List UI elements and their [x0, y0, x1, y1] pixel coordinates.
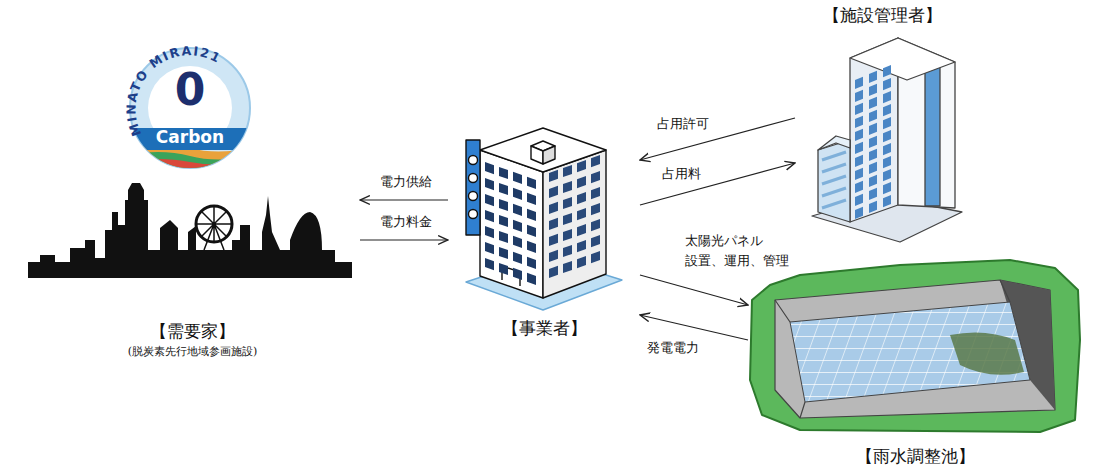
logo-text: MINATO MIRAI21: [124, 43, 224, 138]
flow-label: 占用料: [660, 164, 703, 184]
city-skyline: [28, 183, 352, 278]
flow-arrow: [360, 199, 448, 200]
rainwater-pond: [750, 260, 1080, 432]
actor-label: 【事業者】: [502, 317, 587, 339]
flow-arrow: [360, 239, 448, 240]
flow-label: 発電電力: [645, 338, 701, 358]
actor-node: 【施設管理者】: [795, 2, 970, 227]
flow-arrow: [640, 275, 748, 305]
flow-label: 電力供給: [378, 172, 434, 192]
flow-arrow: [640, 163, 795, 205]
flow-label: 占用許可: [655, 114, 711, 134]
flow-label: 電力料金: [378, 212, 434, 232]
logo-word: Carbon: [140, 128, 240, 147]
actor-label: 【施設管理者】: [823, 4, 942, 26]
actor-node: 【事業者】: [448, 118, 640, 343]
actor-subtitle: (脱炭素先行地域参画施設): [128, 345, 258, 359]
office-building: [466, 128, 622, 310]
logo-zero: 0: [160, 66, 220, 114]
actor-node: 【雨水調整池】: [748, 255, 1083, 471]
tall-building: [812, 38, 962, 242]
flow-arrow: [640, 315, 748, 340]
flow-label: 太陽光パネル 設置、運用、管理: [683, 231, 805, 271]
actor-label: 【需要家】: [150, 320, 235, 342]
actor-node: 【需要家】 (脱炭素先行地域参画施設): [25, 45, 360, 365]
actor-label: 【雨水調整池】: [856, 445, 975, 467]
